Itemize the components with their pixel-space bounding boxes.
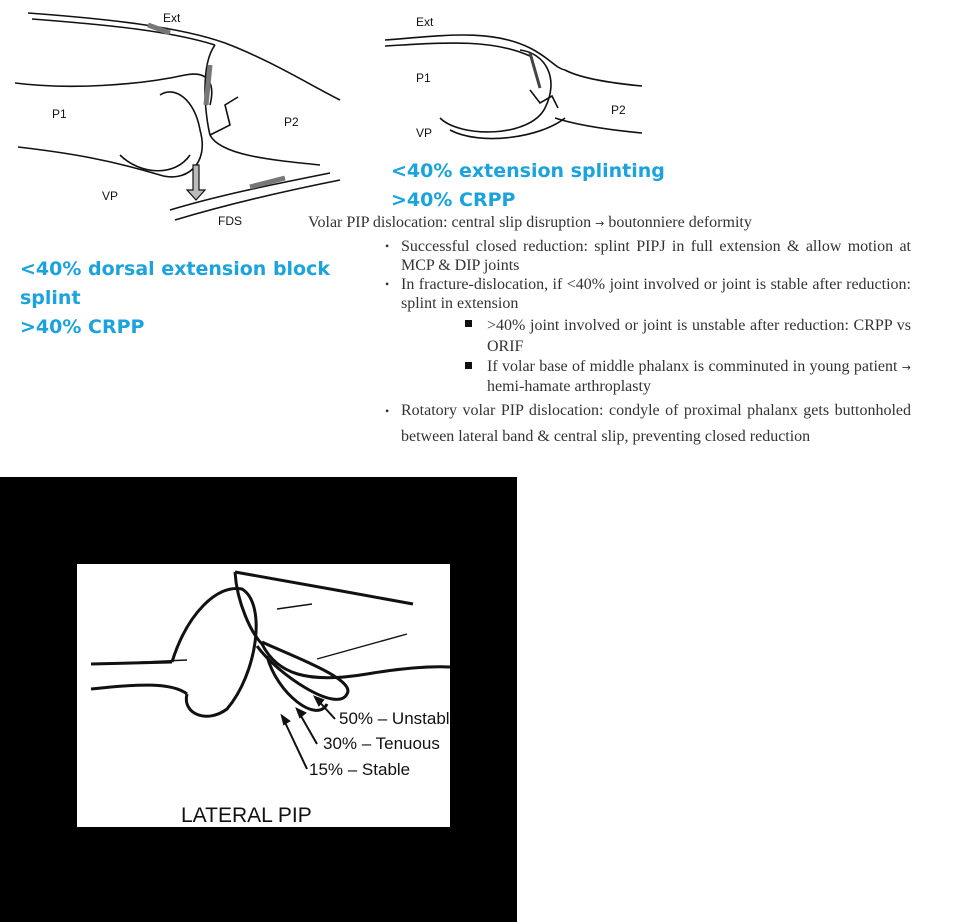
sub-bullet-text-a: If volar base of middle phalanx is commi… <box>487 358 897 375</box>
p2-label: P2 <box>611 103 626 117</box>
bullet-icon: • <box>385 237 389 256</box>
list-item: • Successful closed reduction: splint PI… <box>401 237 911 275</box>
vp-label: VP <box>102 189 118 203</box>
volar-heading-a: Volar PIP dislocation: central slip disr… <box>308 214 591 231</box>
tenuous-label: 30% – Tenuous <box>323 734 440 753</box>
unstable-label: 50% – Unstable <box>339 709 450 728</box>
stable-label: 15% – Stable <box>309 760 410 779</box>
dorsal-block-line3: >40% CRPP <box>20 313 330 342</box>
p1-label: P1 <box>416 71 431 85</box>
list-item: • Rotatory volar PIP dislocation: condyl… <box>401 398 911 450</box>
ext-label: Ext <box>163 11 181 25</box>
dorsal-block-line1: <40% dorsal extension block <box>20 255 330 284</box>
fds-label: FDS <box>218 214 242 228</box>
volar-pip-heading: Volar PIP dislocation: central slip disr… <box>308 214 908 232</box>
bullet-text: Rotatory volar PIP dislocation: condyle … <box>401 402 911 445</box>
sub-list-item: If volar base of middle phalanx is commi… <box>487 357 911 396</box>
volar-heading-b: boutonniere deformity <box>608 214 752 231</box>
list-item: • In fracture-dislocation, if <40% joint… <box>401 275 911 396</box>
lateral-pip-figure: 50% – Unstable 30% – Tenuous 15% – Stabl… <box>0 477 517 922</box>
lateral-pip-diagram: 50% – Unstable 30% – Tenuous 15% – Stabl… <box>77 564 450 827</box>
extension-splint-note: <40% extension splinting >40% CRPP <box>391 157 665 215</box>
lateral-pip-title: LATERAL PIP <box>181 804 312 827</box>
sub-list-item: >40% joint involved or joint is unstable… <box>487 315 911 357</box>
p1-label: P1 <box>52 107 67 121</box>
arrow-icon: → <box>595 217 604 230</box>
sub-bullet-text-b: hemi-hamate arthroplasty <box>487 378 651 395</box>
square-bullet-icon <box>465 362 472 369</box>
ext-splint-line1: <40% extension splinting <box>391 157 665 186</box>
square-bullet-icon <box>465 320 472 327</box>
bullet-icon: • <box>385 275 389 294</box>
ext-splint-line2: >40% CRPP <box>391 186 665 215</box>
arrow-icon: → <box>902 361 911 374</box>
sub-list: >40% joint involved or joint is unstable… <box>487 315 911 396</box>
volar-pip-list: • Successful closed reduction: splint PI… <box>401 237 911 450</box>
volar-dislocation-diagram: Ext P1 P2 VP <box>380 8 645 143</box>
sub-bullet-text: >40% joint involved or joint is unstable… <box>487 317 911 355</box>
bullet-text: In fracture-dislocation, if <40% joint i… <box>401 276 911 312</box>
bullet-text: Successful closed reduction: splint PIPJ… <box>401 238 911 274</box>
dorsal-block-note: <40% dorsal extension block splint >40% … <box>20 255 330 342</box>
dorsal-dislocation-diagram: Ext P1 P2 VP FDS <box>10 5 350 230</box>
ext-label: Ext <box>416 15 434 29</box>
dorsal-block-line2: splint <box>20 284 330 313</box>
bullet-icon: • <box>385 398 389 424</box>
vp-label: VP <box>416 126 432 140</box>
p2-label: P2 <box>284 115 299 129</box>
